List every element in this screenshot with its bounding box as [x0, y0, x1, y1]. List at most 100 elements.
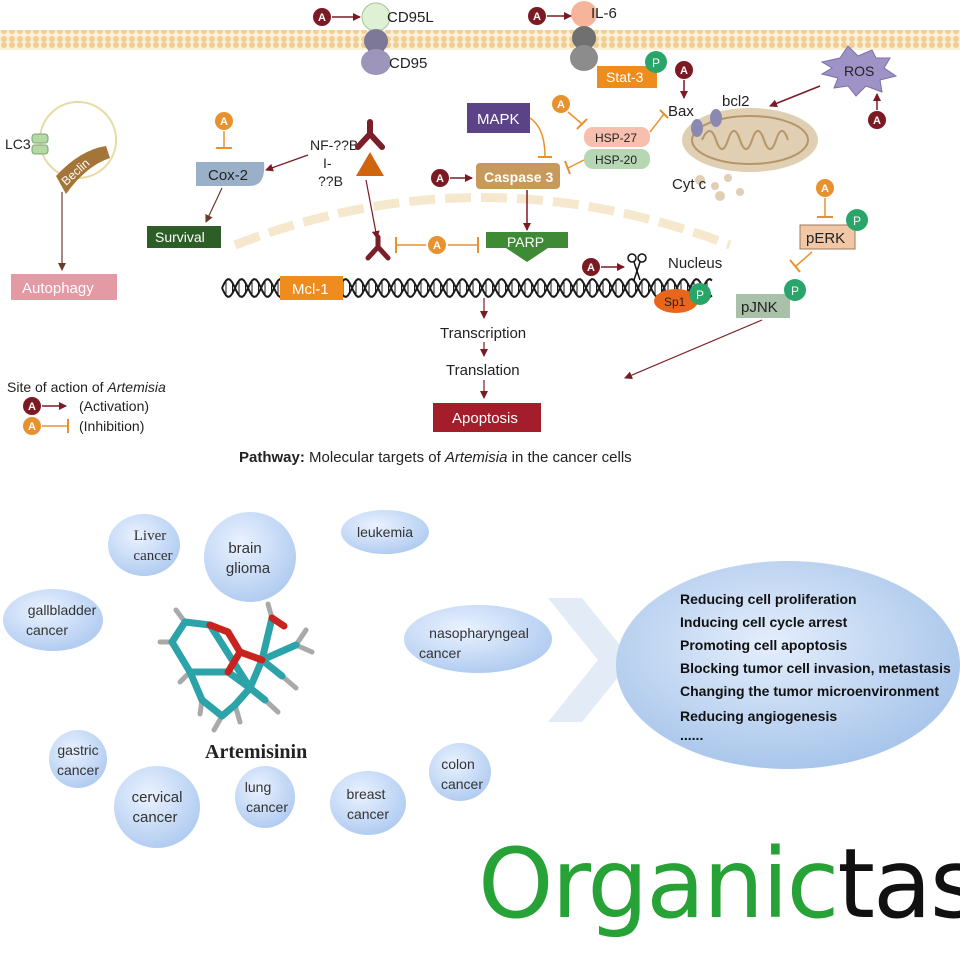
cancer-bubble-gastric: gastric cancer: [49, 730, 107, 788]
survival-label: Survival: [155, 229, 205, 245]
il6-label: IL-6: [591, 5, 617, 22]
phospho-badge: P: [846, 209, 868, 231]
sp1-shape: [654, 289, 698, 313]
cd95l-label: CD95L: [387, 9, 434, 26]
svg-text:gallbladder: gallbladder: [28, 602, 97, 618]
legend-inhibition: A (Inhibition): [23, 417, 144, 435]
svg-text:gastric: gastric: [57, 742, 98, 758]
activation-badge: A: [675, 61, 693, 99]
svg-text:cancer: cancer: [441, 776, 483, 792]
mcl1-box: [280, 276, 343, 300]
perk-label: pERK: [806, 230, 845, 247]
svg-text:A: A: [436, 173, 444, 185]
hsp20-box: [584, 149, 650, 169]
parp-shape: [486, 232, 568, 262]
caspase3-label: Caspase 3: [484, 169, 553, 185]
hsp27-box: [584, 127, 650, 147]
svg-text:cancer: cancer: [26, 622, 68, 638]
legend-activation: A (Activation): [23, 397, 149, 415]
pjnk-label: pJNK: [741, 299, 778, 316]
cancer-bubble-leukemia: leukemia: [341, 510, 429, 554]
ros-burst: [820, 45, 898, 97]
effect-item: Blocking tumor cell invasion, metastasis: [680, 660, 951, 676]
ikb-label-2: ??B: [318, 173, 343, 189]
nucleus-label: Nucleus: [668, 255, 722, 272]
cancer-bubble-brain: brain glioma: [204, 512, 296, 602]
lc3-block: [31, 133, 49, 144]
effect-item: Changing the tumor microenvironment: [680, 683, 939, 699]
svg-text:cancer: cancer: [347, 806, 389, 822]
ros-label: ROS: [844, 63, 874, 79]
perk-to-pjnk-inhibit: [795, 251, 813, 267]
mapk-box: [467, 103, 530, 133]
mapk-to-caspase-inhibit: [529, 117, 546, 158]
svg-text:A: A: [433, 240, 441, 252]
effect-item: Inducing cell cycle arrest: [680, 614, 848, 630]
sp1-label: Sp1: [664, 295, 686, 309]
effect-item: Promoting cell apoptosis: [680, 637, 847, 653]
artemisinin-molecule: [157, 601, 315, 733]
svg-text:A: A: [680, 65, 688, 77]
effect-item: Reducing cell proliferation: [680, 591, 857, 607]
cytc-label: Cyt c: [672, 176, 707, 193]
stat3-box: [597, 66, 657, 88]
il6-receptor: [570, 1, 598, 71]
nfkb-to-nucleus-arrow: [365, 179, 380, 239]
hsp20-to-caspase-inhibit: [567, 159, 585, 169]
apoptosis-box: [433, 403, 541, 432]
autophagy-box: [11, 274, 117, 300]
transcription-label: Transcription: [440, 325, 526, 342]
artemisinin-label: Artemisinin: [205, 741, 307, 763]
hsp20-label: HSP-20: [595, 153, 637, 167]
beclin-shape: [56, 146, 110, 194]
lc3-block: [31, 144, 49, 155]
autophagy-label: Autophagy: [22, 280, 94, 297]
inhibition-badge: A: [215, 112, 233, 149]
pjnk-to-apoptosis-arrow: [624, 319, 763, 379]
legend-title: Site of action of Artemisia: [7, 379, 166, 395]
bax-label: Bax: [668, 103, 694, 120]
bcl2-label: bcl2: [722, 93, 750, 110]
phospho-badge: P: [645, 51, 667, 73]
activation-badge: A: [528, 7, 572, 25]
cox2-label: Cox-2: [208, 167, 248, 184]
perk-box: [799, 224, 856, 250]
activation-badge: A: [868, 93, 886, 129]
cancer-bubble-cervical: cervical cancer: [114, 766, 200, 848]
svg-text:brain: brain: [228, 540, 261, 557]
hsp27-label: HSP-27: [595, 131, 637, 145]
svg-text:cancer: cancer: [419, 645, 461, 661]
svg-text:A: A: [821, 183, 829, 195]
svg-text:A: A: [533, 11, 541, 23]
cancer-bubble-liver: Liver cancer: [108, 514, 180, 576]
activation-badge: A: [431, 169, 473, 187]
svg-text:A: A: [587, 262, 595, 274]
svg-text:A: A: [557, 99, 565, 111]
svg-text:cervical: cervical: [132, 789, 183, 806]
cd95-receptor: [361, 2, 391, 75]
figure-caption: Pathway: Molecular targets of Artemisia …: [239, 449, 632, 466]
ikb-label-1: I-: [323, 155, 332, 171]
svg-text:cancer: cancer: [132, 809, 177, 826]
nfkb-label: NF-??B: [310, 137, 358, 153]
organictas-logo: Organictas: [478, 828, 960, 940]
svg-text:(Activation): (Activation): [79, 398, 149, 414]
mapk-label: MAPK: [477, 111, 520, 128]
svg-text:glioma: glioma: [226, 560, 271, 577]
ros-to-mito-arrow: [769, 85, 821, 108]
svg-text:cancer: cancer: [133, 548, 172, 564]
nfkb-dimer: [355, 119, 385, 150]
svg-text:cancer: cancer: [246, 799, 288, 815]
effects-list: Reducing cell proliferation Inducing cel…: [680, 591, 951, 743]
inhibition-badge: A: [552, 95, 588, 130]
svg-text:P: P: [696, 288, 704, 302]
cd95-label: CD95: [389, 55, 427, 72]
nfkb-to-cox2-arrow: [265, 154, 309, 172]
caspase3-box: [476, 163, 560, 189]
svg-text:P: P: [853, 214, 861, 228]
inhibition-badge: A: [816, 179, 834, 218]
cox2-to-survival-arrow: [205, 187, 223, 223]
chevron-arrow-icon: [548, 598, 632, 722]
svg-text:breast: breast: [347, 786, 386, 802]
